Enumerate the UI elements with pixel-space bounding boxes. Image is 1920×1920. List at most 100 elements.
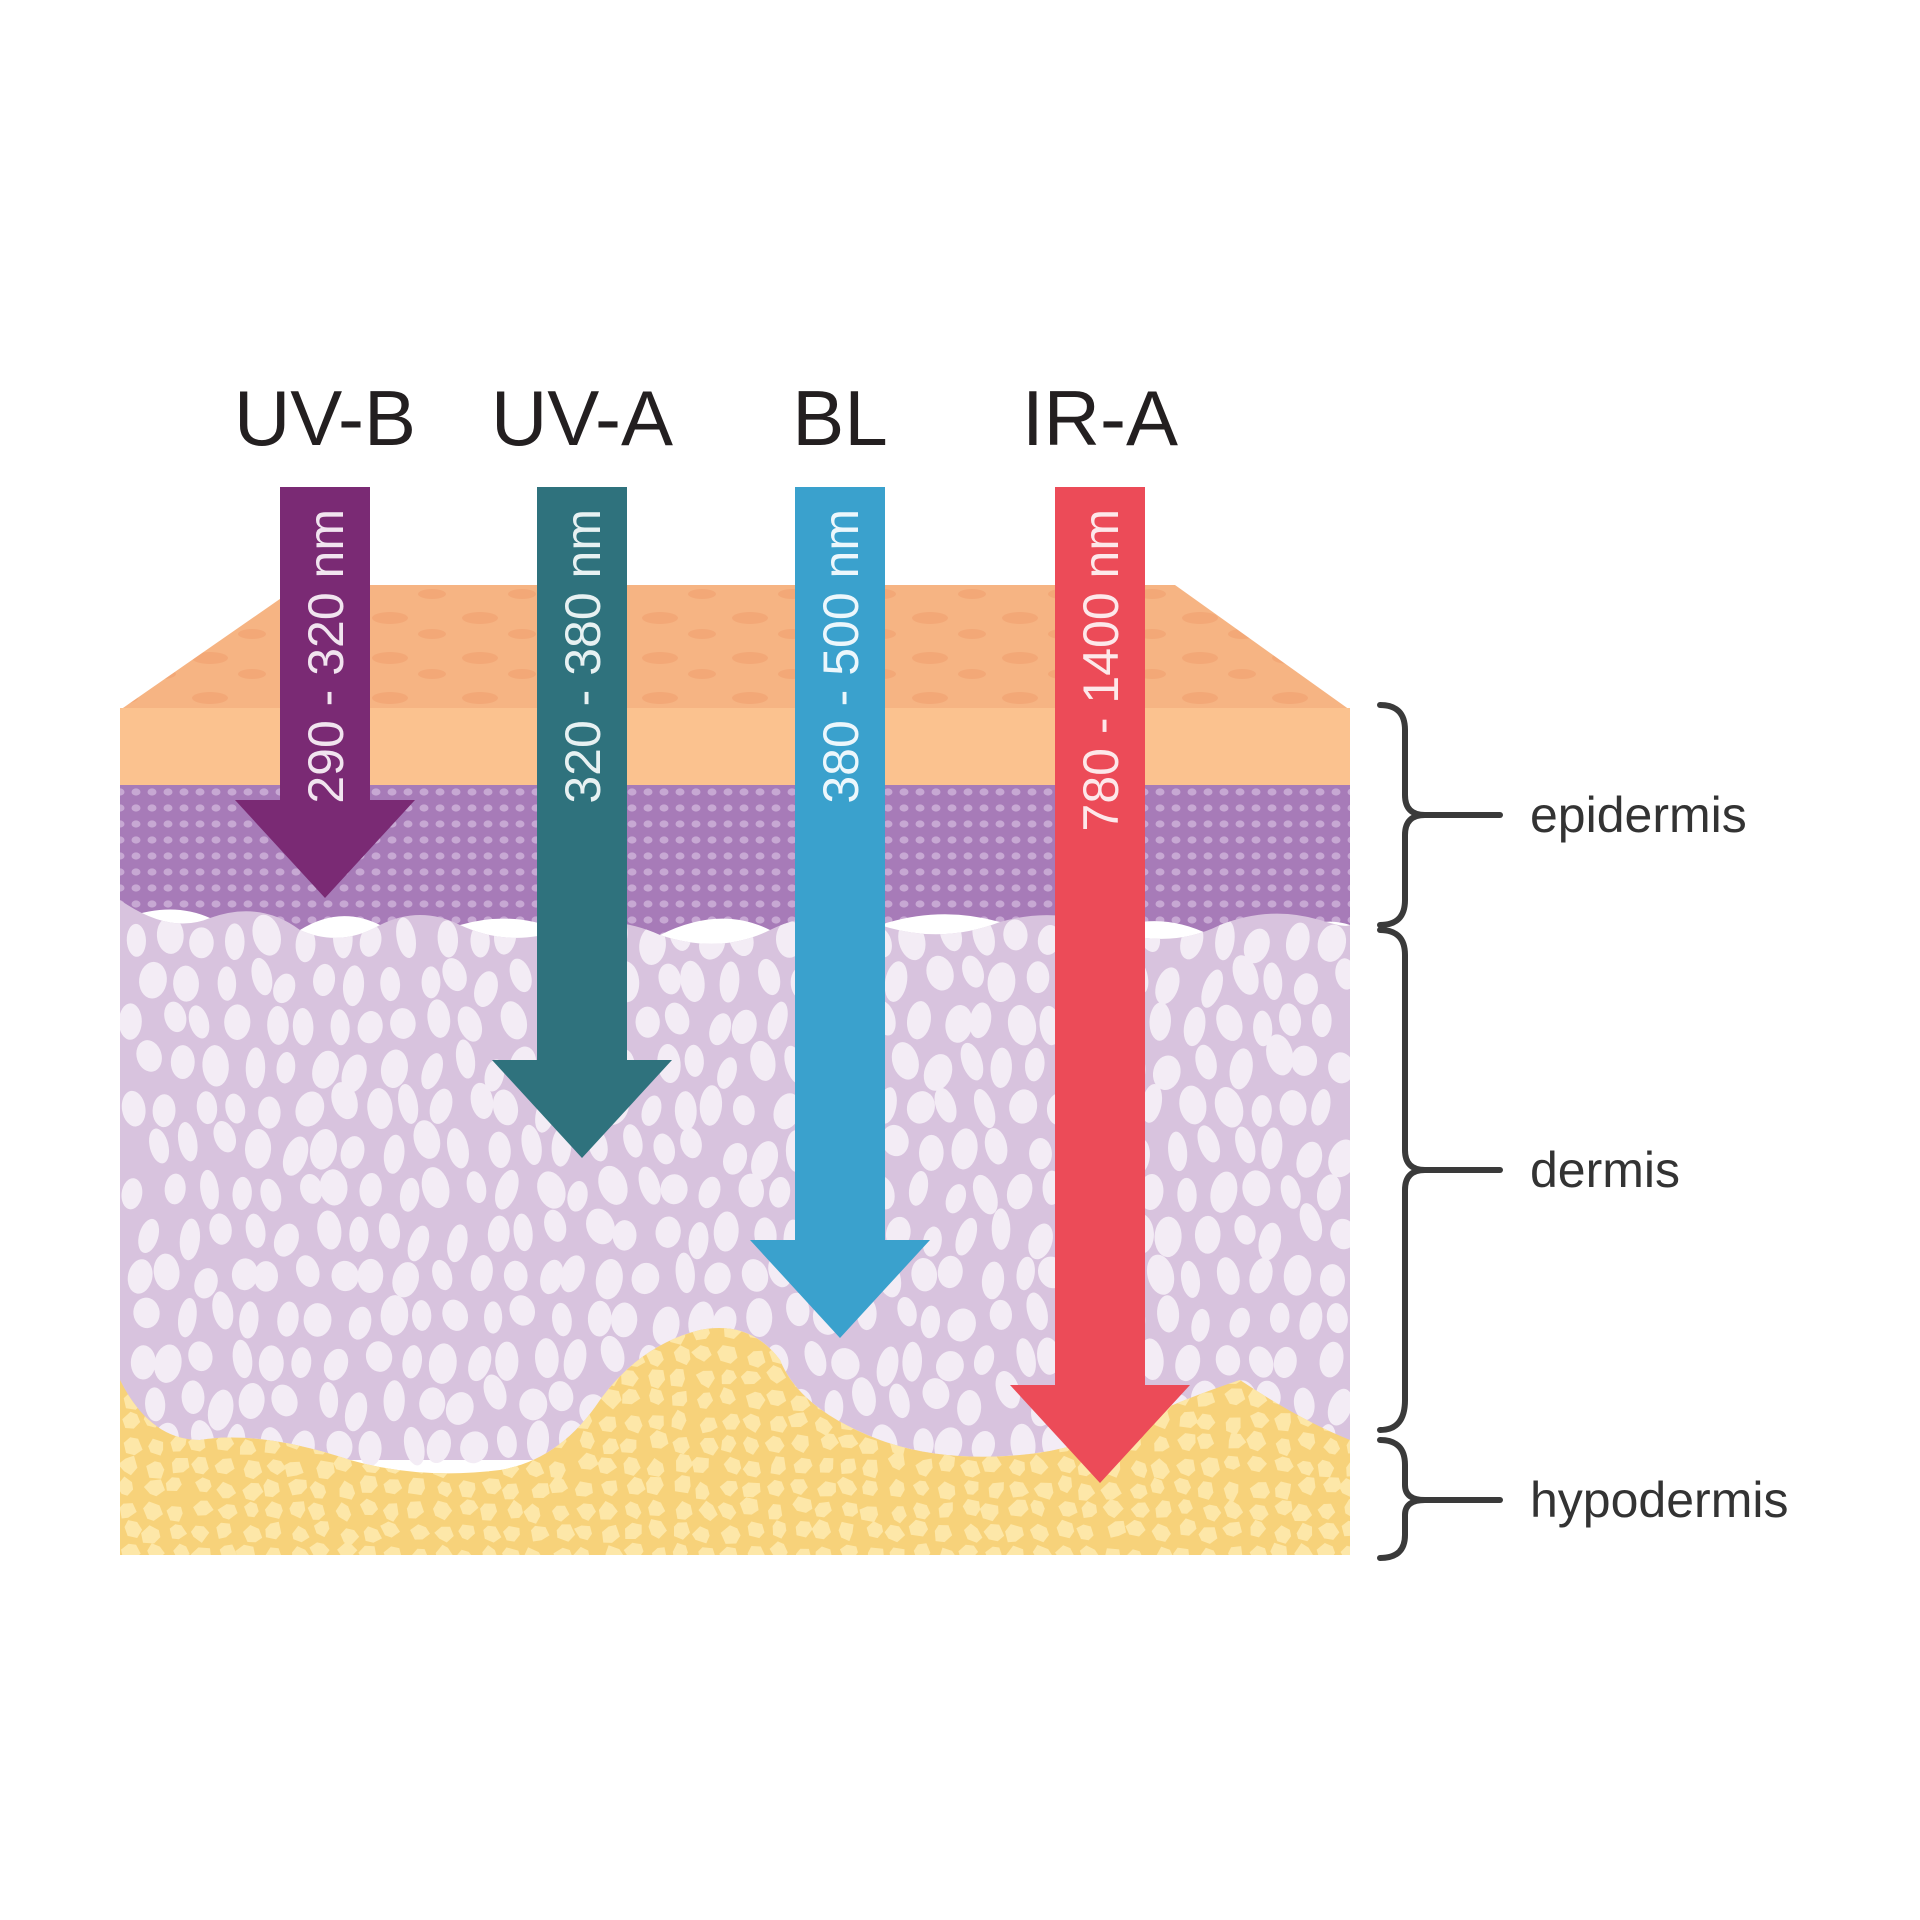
dermis-cell xyxy=(426,1429,452,1464)
fat-cell xyxy=(553,1547,573,1555)
fat-cell xyxy=(265,1521,282,1540)
dermis-cell xyxy=(200,1169,219,1210)
dermis-cell xyxy=(445,1392,474,1425)
dermis-cell xyxy=(474,971,498,1007)
fat-cell xyxy=(720,1525,741,1544)
arrow-shape xyxy=(750,487,930,1338)
fat-cell xyxy=(458,1480,476,1498)
dermis-cell xyxy=(973,1089,996,1129)
fat-cell xyxy=(619,1438,637,1453)
fat-cell xyxy=(531,1483,550,1498)
fat-cell xyxy=(1107,1520,1127,1538)
dermis-cell xyxy=(984,1128,1008,1165)
dermis-cell xyxy=(540,1259,564,1295)
dermis-cell xyxy=(1293,973,1318,1005)
fat-cell xyxy=(719,1387,736,1405)
fat-cell xyxy=(695,1481,710,1500)
fat-cell xyxy=(699,1437,719,1456)
fat-cell xyxy=(313,1521,330,1538)
dermis-cell xyxy=(224,923,245,961)
dermis-cell xyxy=(152,1094,176,1128)
dermis-cell xyxy=(955,1217,978,1256)
fat-cell xyxy=(1274,1456,1294,1472)
dermis-cell xyxy=(273,1223,299,1257)
fat-cell xyxy=(1173,1477,1192,1495)
hypodermis-label: hypodermis xyxy=(1530,1472,1788,1528)
dermis-cell xyxy=(442,1299,469,1331)
dermis-cell xyxy=(769,1176,791,1208)
fat-cell xyxy=(962,1499,981,1517)
fat-cell xyxy=(1246,1430,1267,1452)
dermis-cell xyxy=(902,1341,923,1382)
dermis-cell xyxy=(383,1134,405,1174)
fat-cell xyxy=(866,1521,884,1539)
fat-cell xyxy=(790,1479,808,1495)
dermis-cell xyxy=(267,1005,289,1045)
epidermis-layer xyxy=(120,785,1350,945)
fat-cell xyxy=(502,1547,522,1555)
fat-cell xyxy=(264,1501,283,1519)
dermis-cell xyxy=(341,1054,367,1093)
dermis-cell xyxy=(437,920,459,958)
dermis-cell xyxy=(296,1255,320,1287)
dermis-cell xyxy=(153,1253,180,1291)
dermis-cell xyxy=(1248,1346,1274,1378)
dermis-cell xyxy=(367,1088,393,1129)
dermis-cell xyxy=(495,1169,519,1210)
dermis-cell xyxy=(1216,1257,1240,1295)
fat-cell xyxy=(147,1543,165,1555)
dermis-cell xyxy=(639,926,666,965)
dermis-cell xyxy=(380,966,401,1002)
fat-cell xyxy=(598,1416,617,1433)
fat-cell xyxy=(503,1526,520,1542)
fat-cell xyxy=(1057,1455,1076,1474)
dermis-cell xyxy=(804,1341,827,1377)
fat-cell xyxy=(815,1546,832,1555)
fat-cell xyxy=(837,1434,859,1449)
dermis-cell xyxy=(224,1004,251,1040)
fat-cell xyxy=(1078,1483,1096,1501)
dermis-cell xyxy=(1311,1003,1332,1038)
dermis-cell xyxy=(926,955,954,991)
fat-cell xyxy=(600,1388,622,1410)
radiation-name-label: UV-A xyxy=(491,374,673,462)
fat-cell xyxy=(934,1525,953,1543)
fat-cell xyxy=(648,1519,667,1539)
dermis-cell xyxy=(209,1213,232,1245)
fat-cell xyxy=(1275,1438,1291,1457)
fat-cell xyxy=(363,1526,382,1543)
dermis-cell xyxy=(699,1085,723,1126)
dermis-cell xyxy=(189,927,214,959)
fat-cell xyxy=(531,1525,550,1542)
dermis-cell xyxy=(1266,1034,1294,1076)
dermis-cell xyxy=(831,1348,860,1380)
fat-cell xyxy=(1200,1547,1219,1555)
fat-cell xyxy=(862,1480,878,1496)
fat-cell xyxy=(721,1435,737,1453)
fat-cell xyxy=(889,1547,905,1555)
dermis-cell xyxy=(1141,1084,1163,1123)
dermis-cell xyxy=(1214,1086,1244,1128)
fat-cell xyxy=(672,1542,688,1555)
fat-cell xyxy=(1274,1500,1293,1516)
dermis-cell xyxy=(1210,1171,1238,1213)
fat-cell xyxy=(1030,1499,1045,1517)
dermis-cell xyxy=(1179,1085,1207,1125)
dermis-cell xyxy=(179,1218,201,1261)
dermis-cell xyxy=(1279,1003,1302,1037)
fat-cell xyxy=(1130,1460,1148,1479)
fat-cell xyxy=(743,1436,760,1455)
fat-cell xyxy=(937,1481,956,1500)
dermis-cell xyxy=(344,1392,368,1432)
dermis-cell xyxy=(245,1047,266,1089)
dermis-bracket xyxy=(1377,927,1426,1433)
fat-cell xyxy=(406,1501,424,1519)
fat-cell xyxy=(646,1476,664,1496)
fat-cell xyxy=(243,1525,263,1543)
dermis-cell xyxy=(741,1259,769,1292)
dermis-cell xyxy=(212,1291,234,1330)
dermis-cell xyxy=(173,965,199,1002)
dermis-cell xyxy=(359,1172,382,1207)
dermis-cell xyxy=(1261,1127,1283,1170)
